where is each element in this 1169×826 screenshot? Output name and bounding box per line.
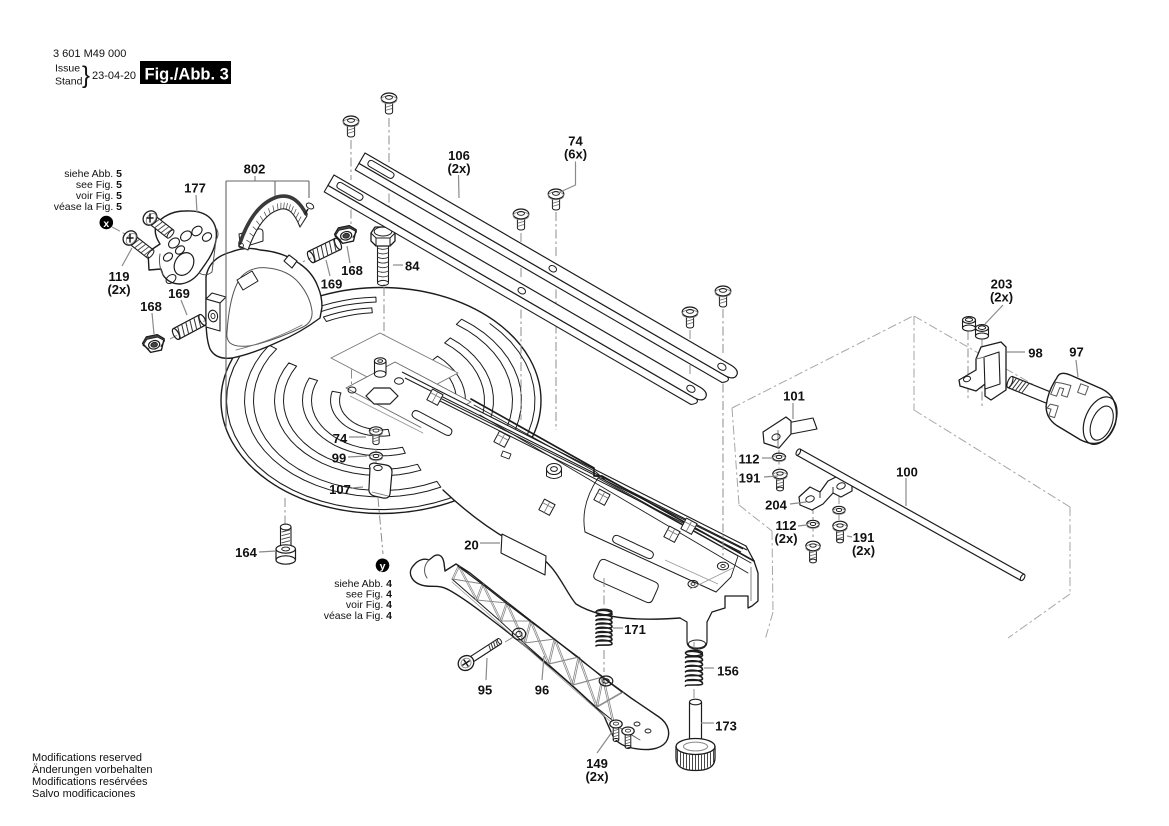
svg-text:107: 107 bbox=[329, 482, 351, 497]
svg-text:96: 96 bbox=[535, 683, 549, 698]
svg-text:100: 100 bbox=[896, 465, 918, 480]
svg-text:149: 149 bbox=[586, 756, 608, 771]
svg-text:voir Fig. 5: voir Fig. 5 bbox=[76, 190, 122, 202]
svg-text:119: 119 bbox=[109, 269, 130, 284]
svg-text:169: 169 bbox=[168, 286, 190, 301]
svg-text:23-04-20: 23-04-20 bbox=[92, 70, 136, 82]
svg-text:204: 204 bbox=[765, 498, 787, 513]
svg-text:74: 74 bbox=[568, 134, 583, 149]
svg-text:173: 173 bbox=[715, 719, 737, 734]
svg-text:74: 74 bbox=[333, 431, 348, 446]
svg-text:(2x): (2x) bbox=[585, 769, 608, 784]
svg-text:112: 112 bbox=[776, 518, 797, 533]
svg-text:siehe Abb. 5: siehe Abb. 5 bbox=[64, 168, 122, 180]
svg-text:(2x): (2x) bbox=[447, 161, 470, 176]
svg-text:véase la Fig. 5: véase la Fig. 5 bbox=[54, 201, 122, 213]
svg-text:97: 97 bbox=[1069, 345, 1083, 360]
svg-text:(2x): (2x) bbox=[852, 543, 875, 558]
svg-text:203: 203 bbox=[991, 277, 1013, 292]
svg-text:Modifications reserved: Modifications reserved bbox=[32, 752, 142, 764]
svg-text:(2x): (2x) bbox=[774, 531, 797, 546]
svg-text:99: 99 bbox=[332, 451, 346, 466]
svg-text:168: 168 bbox=[341, 263, 363, 278]
svg-text:84: 84 bbox=[405, 259, 420, 274]
svg-text:Stand: Stand bbox=[55, 76, 83, 88]
svg-text:(2x): (2x) bbox=[107, 282, 130, 297]
svg-text:802: 802 bbox=[244, 162, 266, 177]
svg-text:112: 112 bbox=[739, 452, 760, 467]
svg-text:Fig./Abb. 3: Fig./Abb. 3 bbox=[145, 66, 229, 84]
svg-text:3 601 M49 000: 3 601 M49 000 bbox=[53, 48, 126, 60]
svg-text:see Fig. 5: see Fig. 5 bbox=[76, 179, 122, 191]
svg-text:Issue: Issue bbox=[55, 63, 80, 75]
svg-text:20: 20 bbox=[464, 538, 478, 553]
svg-text:y: y bbox=[380, 561, 386, 573]
svg-text:171: 171 bbox=[624, 622, 646, 637]
svg-text:Modifications resérvées: Modifications resérvées bbox=[32, 776, 148, 788]
svg-text:169: 169 bbox=[321, 277, 343, 292]
svg-text:95: 95 bbox=[478, 683, 492, 698]
svg-text:}: } bbox=[82, 62, 90, 89]
svg-text:x: x bbox=[103, 218, 109, 230]
svg-text:156: 156 bbox=[717, 664, 739, 679]
svg-text:191: 191 bbox=[853, 530, 875, 545]
svg-text:voir Fig. 4: voir Fig. 4 bbox=[346, 599, 392, 611]
svg-text:see Fig. 4: see Fig. 4 bbox=[346, 589, 392, 601]
svg-text:101: 101 bbox=[783, 389, 805, 404]
svg-text:168: 168 bbox=[140, 299, 162, 314]
svg-text:véase la Fig. 4: véase la Fig. 4 bbox=[324, 610, 392, 622]
svg-text:106: 106 bbox=[448, 148, 470, 163]
svg-text:(2x): (2x) bbox=[990, 290, 1013, 305]
svg-text:98: 98 bbox=[1028, 346, 1042, 361]
svg-text:191: 191 bbox=[739, 471, 761, 486]
svg-text:164: 164 bbox=[235, 545, 257, 560]
svg-text:Änderungen vorbehalten: Änderungen vorbehalten bbox=[32, 764, 152, 776]
svg-text:177: 177 bbox=[184, 181, 206, 196]
svg-text:siehe Abb. 4: siehe Abb. 4 bbox=[334, 578, 392, 590]
svg-text:(6x): (6x) bbox=[564, 147, 587, 162]
svg-text:Salvo modificaciones: Salvo modificaciones bbox=[32, 788, 136, 800]
